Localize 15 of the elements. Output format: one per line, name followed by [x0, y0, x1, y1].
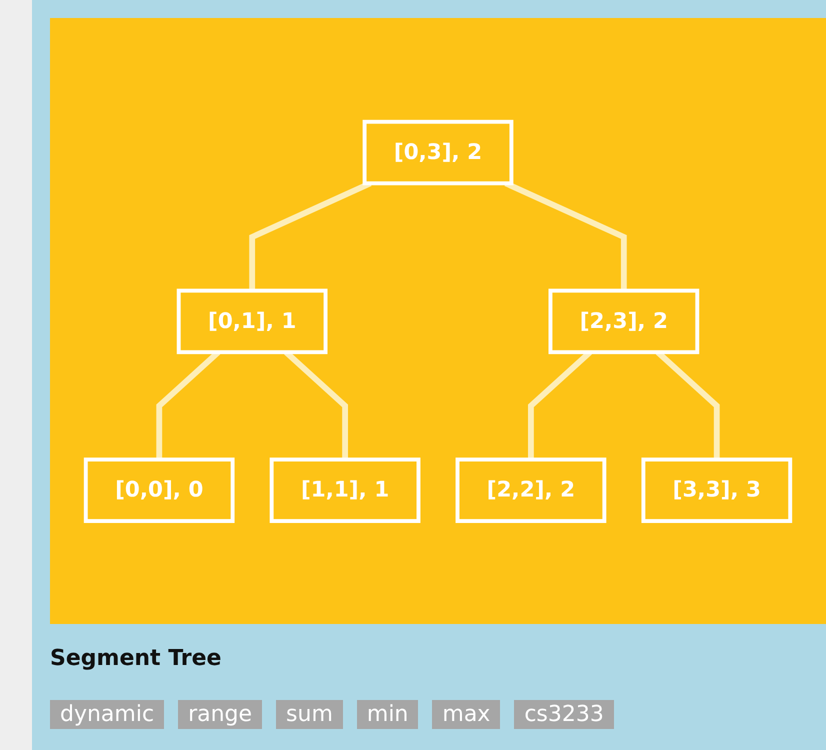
tag-label: range	[178, 700, 262, 729]
node-box	[641, 457, 792, 523]
tag-label: cs3233	[514, 700, 614, 729]
tag-label: min	[356, 700, 418, 729]
node-box	[84, 457, 235, 523]
tag-label: max	[432, 700, 500, 729]
node-box	[456, 457, 606, 523]
node-box	[176, 288, 328, 354]
node-box	[548, 288, 700, 354]
node-box	[270, 457, 420, 523]
diagram-panel: [0,3], 2 [0,1], 1 [2,3], 2 [0,0], 0 [1,1], 1 [2,2], 2 [3,3], 3	[50, 18, 826, 624]
tag-label: sum	[276, 700, 343, 729]
title: Segment Tree	[50, 646, 222, 671]
node-box	[362, 119, 514, 185]
tag-label: dynamic	[50, 700, 164, 729]
